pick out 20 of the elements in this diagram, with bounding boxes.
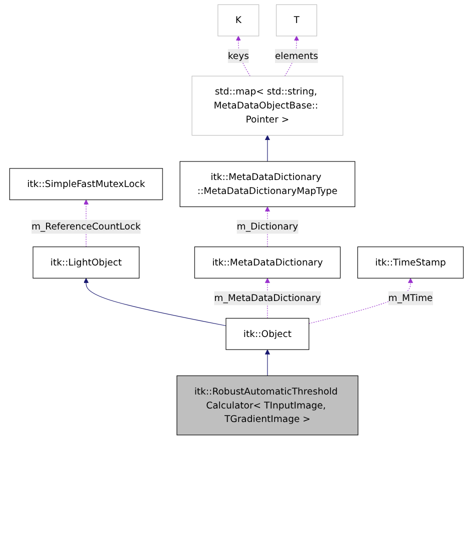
node-box: std::map< std::string, MetaDataObjectBase:: Pointer > [192,76,344,136]
node-box: T [276,4,318,36]
arrow [308,278,414,324]
node-box: itk::Object [226,318,310,350]
node-box: itk::LightObject [32,246,140,278]
arrow [84,278,226,326]
arrow [264,349,270,376]
node-box: itk::TimeStamp [357,246,464,278]
edge-label: m_MetaDataDictionary [214,292,321,304]
edge-label: elements [274,50,318,62]
node-box: K [218,4,260,36]
edge-label: keys [228,50,249,62]
node-box: itk::MetaDataDictionary ::MetaDataDictionaryMapType [180,161,356,208]
edge-label: m_MTime [388,292,433,304]
arrow [264,135,270,162]
node-box: itk::MetaDataDictionary [194,246,341,278]
node-box: itk::RobustAutomaticThreshold Calculator< TInputImage, TGradientImage > [176,375,358,436]
edge-label: m_Dictionary [236,220,298,232]
edge-label: m_ReferenceCountLock [31,220,141,232]
node-box: itk::SimpleFastMutexLock [9,168,163,200]
